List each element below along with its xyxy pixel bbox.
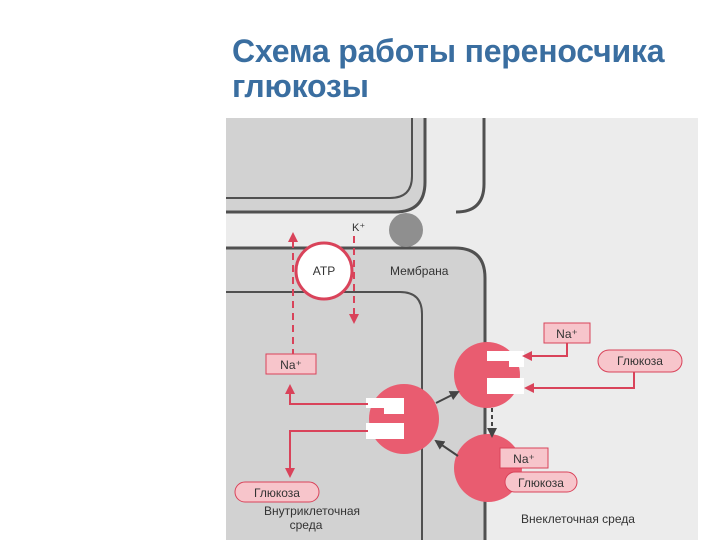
na-inside-label: Na⁺ <box>280 358 302 372</box>
membrane-label: Мембрана <box>390 264 449 278</box>
transporter-inward <box>366 384 439 454</box>
membrane-top-curve <box>455 183 486 214</box>
lower-cell-inner-outline <box>226 291 423 540</box>
glucose-outside-top-label: Глюкоза <box>617 354 663 368</box>
potassium-ion <box>389 213 423 247</box>
na-release-arrow <box>285 384 368 405</box>
cycle-arrow-back <box>434 439 459 457</box>
glucose-outside-bottom-label: Глюкоза <box>518 476 564 490</box>
na-outside-top-label: Na⁺ <box>556 327 578 341</box>
intracellular-label-line2: среда <box>290 518 323 532</box>
na-binding-arrow <box>522 343 568 361</box>
k-label: K⁺ <box>352 222 365 234</box>
transporter-loaded <box>454 434 578 502</box>
glucose-binding-arrow <box>524 372 635 393</box>
glucose-release-arrow <box>285 430 368 478</box>
intracellular-label-line1: Внутриклеточная <box>264 504 360 518</box>
na-inside-box <box>265 353 317 375</box>
transporter-outward <box>454 342 524 408</box>
lower-cell-outline <box>226 246 487 540</box>
glucose-outside-top-box <box>597 349 683 373</box>
upper-cell-outline <box>226 118 427 214</box>
glucose-inside-box <box>234 481 320 503</box>
atp-label: ATP <box>313 264 335 278</box>
na-outside-bottom-label: Na⁺ <box>513 452 535 466</box>
extracellular-label: Внеклеточная среда <box>521 512 635 526</box>
glucose-inside-label: Глюкоза <box>254 486 300 500</box>
slide-title: Схема работы переносчика глюкозы <box>232 33 665 104</box>
cycle-arrow-up <box>435 391 460 404</box>
atp-pump <box>294 241 354 301</box>
upper-cell-membrane-outline <box>226 118 413 199</box>
upper-cell <box>226 118 425 212</box>
